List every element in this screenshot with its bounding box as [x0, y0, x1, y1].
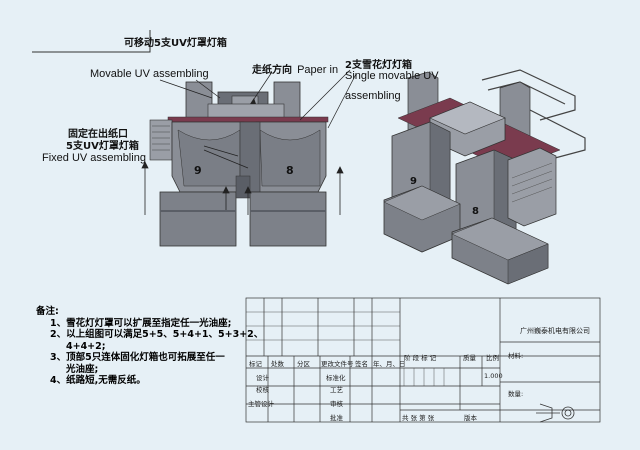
- front-paper-belt: [167, 116, 329, 123]
- note-line-1: 1、雪花灯灯罩可以扩展至指定任一光油座;: [50, 317, 232, 329]
- header-date: 年、月、日: [373, 360, 406, 368]
- label-snowflake-en-2: assembling: [345, 90, 401, 102]
- weight-label: 质量: [463, 354, 476, 362]
- notes-block: 备注: 1、雪花灯灯罩可以扩展至指定任一光油座; 2、以上组图可以满足5+5、5…: [36, 306, 263, 387]
- label-paper-direction-en: Paper in: [297, 64, 339, 76]
- header-signature: 签名: [355, 360, 368, 368]
- version-label: 版本: [464, 414, 477, 422]
- iso-unit-8-number: 8: [472, 206, 479, 217]
- leader-lines: [159, 69, 357, 169]
- title-block-grid: [245, 297, 601, 423]
- note-line-5: 光油座;: [66, 363, 99, 375]
- front-lift-arrows: [141, 161, 344, 215]
- design-label: 设计: [256, 374, 269, 382]
- note-line-4: 3、顶部5只连体固化灯箱也可拓展至任一: [50, 352, 225, 363]
- header-mark: 标记: [249, 360, 262, 368]
- label-fixed-cn-2: 5支UV灯罩灯箱: [66, 141, 139, 152]
- label-movable-uv-cn: 可移动5支UV灯罩灯箱: [124, 38, 227, 49]
- label-movable-uv-en: Movable UV assembling: [90, 68, 209, 80]
- check-label: 校核: [256, 386, 269, 394]
- label-fixed-cn-1: 固定在出纸口: [68, 129, 128, 140]
- stage-mark-label: 阶 段 标 记: [404, 354, 437, 362]
- crop-marks: [32, 30, 151, 53]
- label-paper-direction: 走纸方向 Paper in: [252, 58, 338, 77]
- front-base-left: [159, 191, 237, 247]
- projection-symbol: [536, 403, 575, 423]
- review-label: 审核: [330, 400, 343, 408]
- notes-title: 备注:: [36, 306, 59, 317]
- isometric-view-machine: [383, 69, 586, 285]
- front-unit-8-number: 8: [286, 164, 294, 177]
- scale-value: 1.000: [484, 372, 503, 380]
- company-name: 广州巍泰机电有限公司: [520, 327, 590, 335]
- chief-design-label: 主管设计: [248, 400, 274, 408]
- header-zone: 分区: [297, 360, 310, 368]
- label-fixed-en: Fixed UV assembling: [42, 152, 146, 164]
- label-paper-direction-cn: 走纸方向: [252, 65, 292, 76]
- front-view-machine: [141, 69, 357, 247]
- iso-unit-9-number: 9: [410, 176, 417, 187]
- note-line-6: 4、纸路短,无需反纸。: [50, 375, 146, 386]
- scale-label: 比例: [486, 354, 499, 362]
- front-base-right: [249, 191, 327, 247]
- header-change-doc: 更改文件号: [321, 360, 354, 368]
- label-snowflake-cn: 2支雪花灯灯箱: [345, 60, 412, 71]
- standardize-label: 标准化: [326, 374, 346, 382]
- quantity-label: 数量:: [508, 390, 524, 398]
- header-count: 处数: [271, 360, 284, 368]
- label-snowflake-en-1: Single movable UV: [345, 70, 439, 82]
- approve-label: 批准: [330, 414, 343, 422]
- material-label: 材料:: [508, 352, 524, 360]
- process-label: 工艺: [330, 386, 343, 394]
- sheets-label: 共 张 第 张: [402, 414, 435, 422]
- note-line-2: 2、以上组图可以满足5+5、5+4+1、5+3+2、: [50, 329, 264, 340]
- note-line-3: 4+4+2;: [66, 340, 106, 352]
- front-unit-9-number: 9: [194, 164, 202, 177]
